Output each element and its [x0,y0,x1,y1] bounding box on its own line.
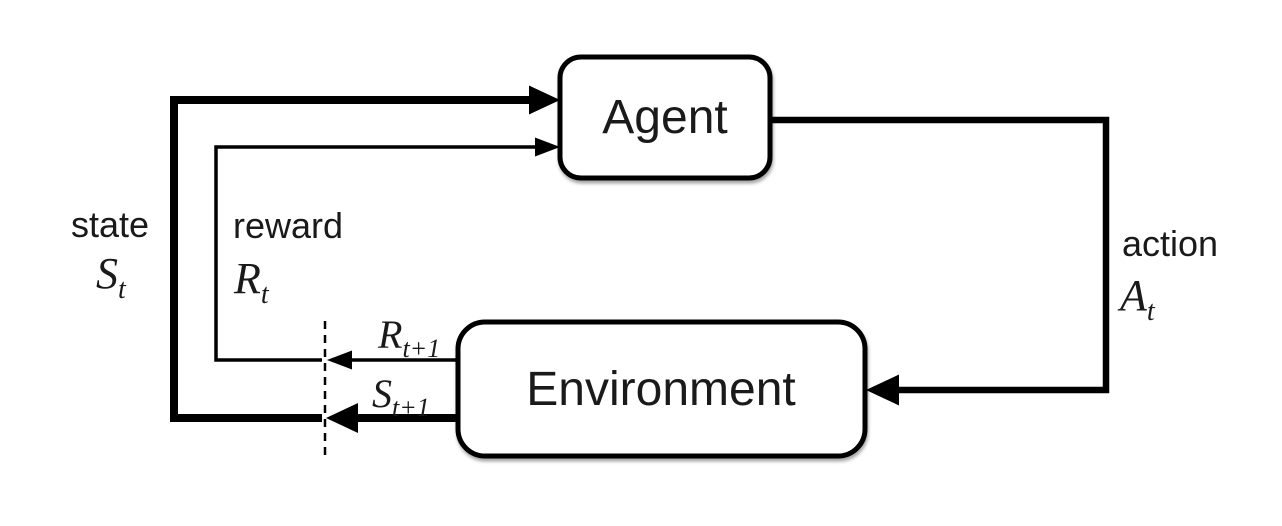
environment-label: Environment [526,363,795,416]
state-symbol: St [96,249,127,305]
state-next-symbol: St+1 [372,371,430,422]
reward-symbol-main: R [233,254,261,303]
action-symbol-subscript: t [1147,296,1156,327]
reward-next-symbol-main: R [377,312,402,357]
reward-arrowhead-into-agent [535,137,560,157]
action-symbol: At [1117,271,1156,327]
reward-symbol-subscript: t [261,279,270,310]
agent-box [557,54,773,181]
reward-word-label: reward [233,205,343,246]
state-next-arrowhead [326,403,358,433]
state-symbol-subscript: t [118,274,127,305]
state-next-symbol-main: S [372,371,392,416]
state-edge [170,96,534,422]
action-edge [768,116,1110,394]
state-symbol-main: S [96,249,118,298]
reward-next-arrowhead [327,350,352,370]
reward-edge [214,145,538,362]
environment-box [455,319,868,459]
state-next-symbol-subscript: t+1 [392,393,430,422]
reward-symbol: Rt [233,254,270,310]
state-arrowhead-into-agent [529,85,560,115]
action-word-label: action [1122,223,1218,264]
state-word-label: state [71,204,149,245]
action-symbol-main: A [1117,271,1148,320]
action-arrowhead-into-environment [866,374,899,406]
agent-label: Agent [602,91,727,144]
reward-next-symbol: Rt+1 [377,312,440,363]
reward-next-symbol-subscript: t+1 [402,334,440,363]
